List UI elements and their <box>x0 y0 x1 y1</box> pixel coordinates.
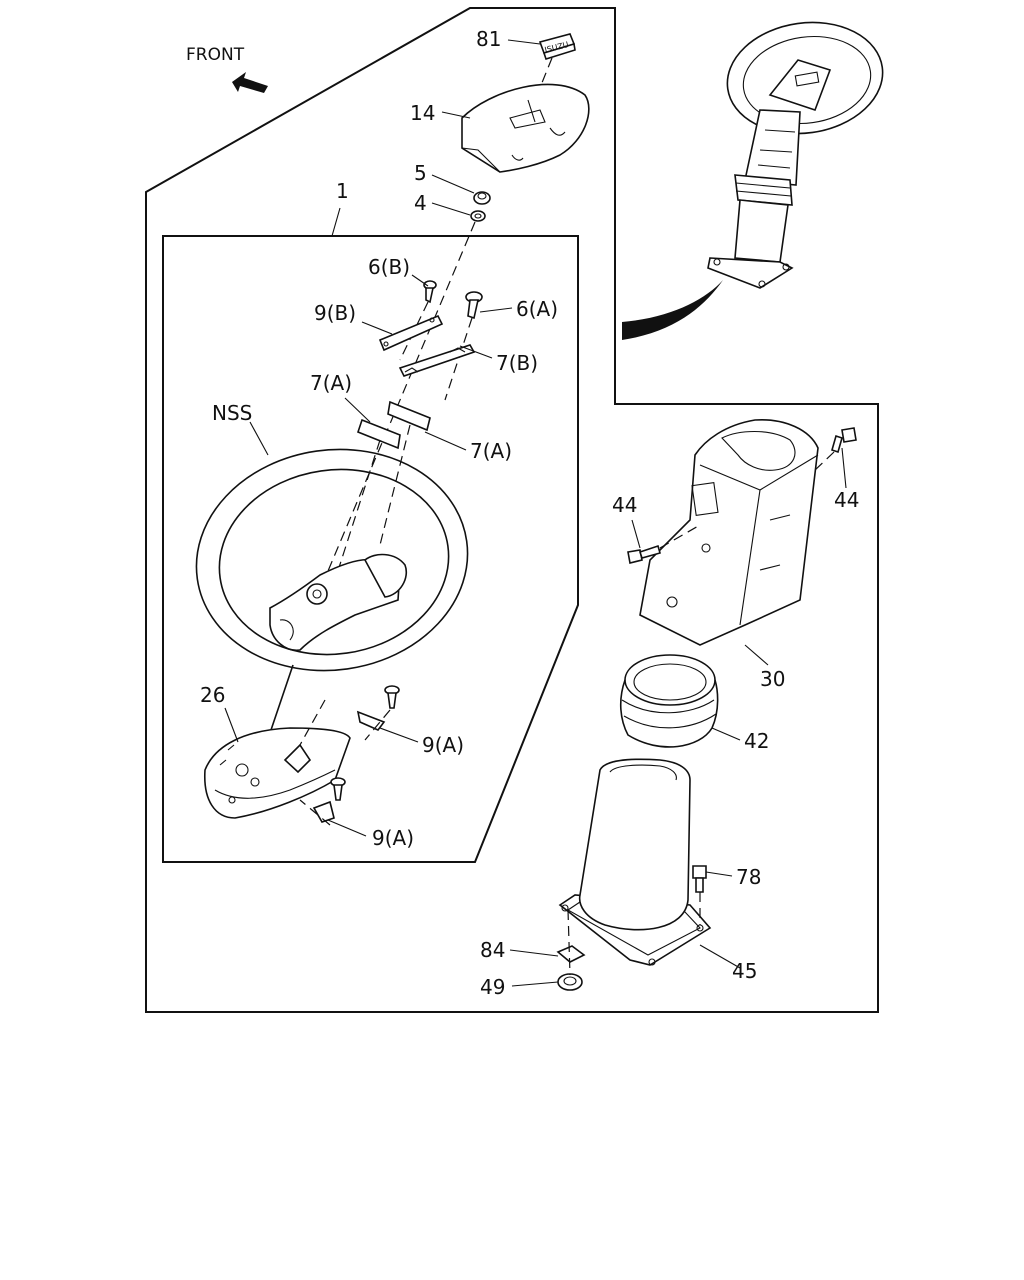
bolt-44-right-part <box>831 427 857 454</box>
label-6b: 6(B) <box>368 255 410 279</box>
label-7a-left: 7(A) <box>310 371 352 395</box>
column-tube-45-part <box>558 758 712 966</box>
label-45: 45 <box>732 959 757 983</box>
label-nss: NSS <box>212 401 252 425</box>
part-labels: 81 14 5 4 1 6(B) 6(A) 9(B) 7(B) 7(A) 7(A… <box>200 27 859 999</box>
bolt-44-left-part <box>627 544 661 564</box>
front-label: FRONT <box>186 45 245 65</box>
label-1: 1 <box>336 179 349 203</box>
steering-wheel-rim-inner <box>218 468 450 656</box>
inset-badge <box>794 71 820 87</box>
lower-cover-26-part <box>204 727 351 819</box>
washer-4-part <box>470 210 486 222</box>
label-81: 81 <box>476 27 501 51</box>
boot-42-part <box>619 654 719 748</box>
plate-84-part <box>556 945 586 963</box>
label-7a-right: 7(A) <box>470 439 512 463</box>
bracket-7a-left-part <box>357 418 401 450</box>
label-4: 4 <box>414 191 427 215</box>
inset-pointer-arrow <box>622 280 723 340</box>
steering-wheel-rim-outer <box>195 448 469 672</box>
label-7b: 7(B) <box>496 351 538 375</box>
label-5: 5 <box>414 161 427 185</box>
label-30: 30 <box>760 667 785 691</box>
assembly-1-inner-frame <box>162 235 579 863</box>
nut-49-part <box>557 973 583 991</box>
label-44-left: 44 <box>612 493 637 517</box>
steering-wheel-part <box>195 448 469 672</box>
label-9a-upper: 9(A) <box>422 733 464 757</box>
label-9b: 9(B) <box>314 301 356 325</box>
label-9a-lower: 9(A) <box>372 826 414 850</box>
bracket-7b-part <box>398 344 476 377</box>
plate-9b-part <box>378 314 444 352</box>
label-6a: 6(A) <box>516 297 558 321</box>
nut-5-part <box>473 191 491 205</box>
label-44-right: 44 <box>834 488 859 512</box>
label-42: 42 <box>744 729 769 753</box>
inset-wheel-rim <box>726 21 884 135</box>
bolt-78-part <box>692 865 707 893</box>
horn-cover-part <box>461 83 590 173</box>
outer-boundary-frame <box>145 7 879 1013</box>
column-cover-30-part <box>639 419 819 646</box>
inset-wheel-rim-inner <box>742 35 872 125</box>
label-84: 84 <box>480 938 505 962</box>
screw-6b-part <box>423 280 437 304</box>
reference-inset-steering-assembly <box>622 21 884 340</box>
label-78: 78 <box>736 865 761 889</box>
bracket-7a-right-part <box>387 400 431 432</box>
front-arrow-icon <box>232 72 268 93</box>
leader-lines <box>224 39 847 987</box>
label-49: 49 <box>480 975 505 999</box>
front-direction-indicator: FRONT <box>186 45 268 93</box>
screw-6a-part <box>465 291 483 320</box>
label-26: 26 <box>200 683 225 707</box>
label-14: 14 <box>410 101 435 125</box>
clip-9a-lower-part <box>312 777 346 823</box>
